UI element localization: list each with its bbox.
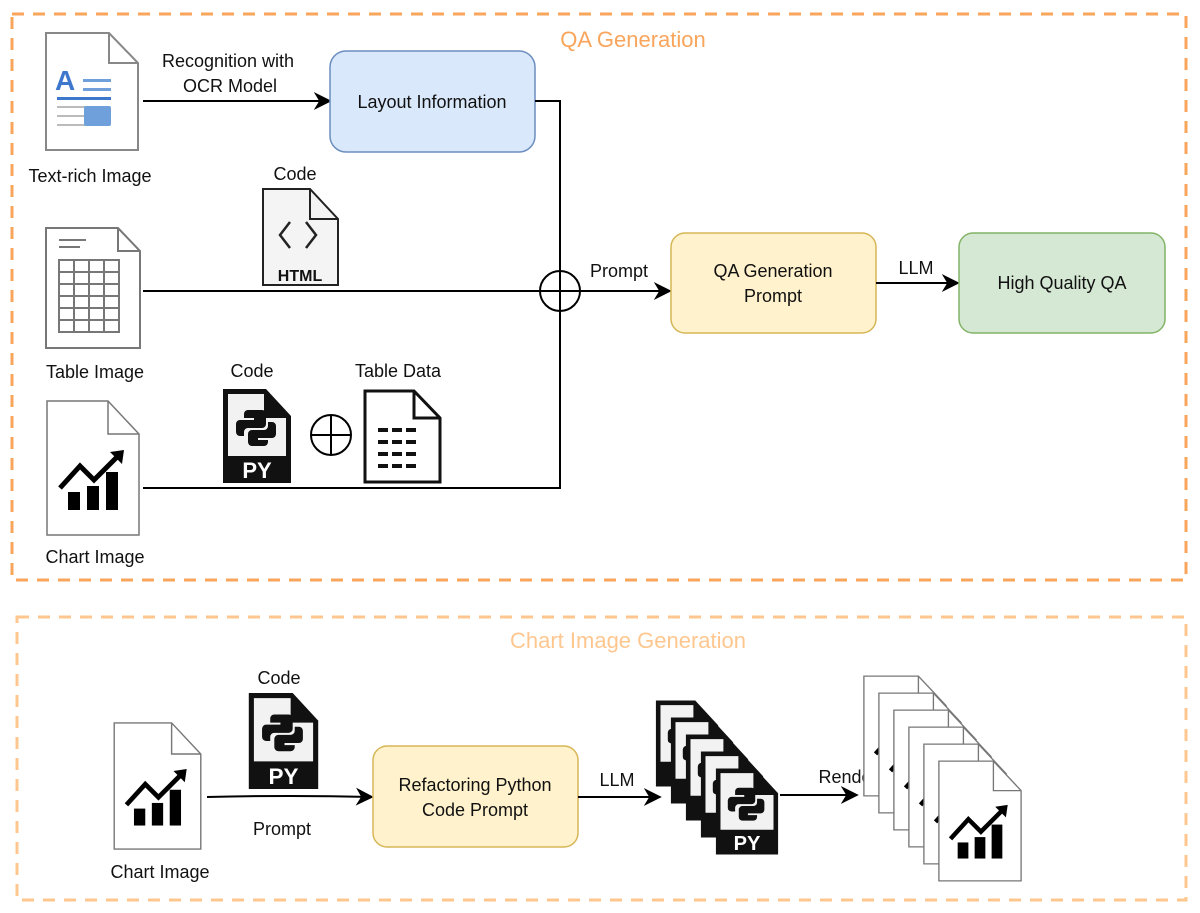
table-data-file-icon	[363, 389, 442, 484]
qa-generation-title: QA Generation	[560, 27, 706, 52]
refactoring-prompt-box	[372, 745, 579, 848]
qa-prompt-line2: Prompt	[744, 286, 802, 306]
prompt-edge-label-bottom: Prompt	[253, 819, 311, 839]
text-document-icon: A	[45, 32, 139, 151]
qa-prompt-line1: QA Generation	[713, 261, 832, 281]
qa-generation-prompt-box	[670, 232, 877, 334]
high-quality-qa-box	[958, 232, 1166, 334]
html-file-icon: HTML	[262, 188, 339, 286]
chart-document-icon	[939, 761, 1021, 881]
prompt-arrow-bottom	[206, 787, 374, 806]
python-file-icon	[248, 693, 319, 789]
qa-generation-frame	[10, 12, 1188, 582]
chart-image-label: Chart Image	[45, 547, 144, 567]
prompt-edge-label: Prompt	[590, 261, 648, 281]
refactor-line2: Code Prompt	[422, 800, 528, 820]
chart-image-stack	[864, 676, 1021, 881]
chart-generation-frame	[15, 615, 1188, 902]
python-file-stack	[655, 700, 779, 855]
table-image-label: Table Image	[46, 362, 144, 382]
high-quality-qa-label: High Quality QA	[997, 273, 1126, 293]
table-document-icon	[45, 227, 141, 349]
chart-image-label-bottom: Chart Image	[110, 862, 209, 882]
ocr-edge-label-line1: Recognition with	[162, 51, 294, 71]
svg-text:A: A	[55, 65, 75, 96]
refactor-line1: Refactoring Python	[398, 775, 551, 795]
merge-plus-icon	[539, 270, 581, 312]
chart-code-label: Code	[257, 668, 300, 688]
llm-edge-label: LLM	[898, 258, 933, 278]
html-code-label: Code	[273, 164, 316, 184]
chart-generation-title: Chart Image Generation	[510, 628, 746, 653]
merge-connector	[143, 100, 561, 489]
python-file-icon	[223, 389, 291, 483]
python-file-icon	[715, 768, 779, 855]
svg-text:HTML: HTML	[278, 268, 323, 285]
chart-document-icon	[114, 723, 201, 849]
chart-document-icon	[47, 401, 139, 535]
ocr-edge-label-line2: OCR Model	[183, 76, 277, 96]
plus-circle-icon	[310, 414, 352, 456]
text-rich-image-label: Text-rich Image	[28, 166, 151, 186]
layout-information-label: Layout Information	[357, 92, 506, 112]
table-data-label: Table Data	[355, 361, 442, 381]
render-edge-label: Render	[818, 767, 877, 787]
py-code-label: Code	[230, 361, 273, 381]
llm-edge-label-bottom: LLM	[599, 770, 634, 790]
